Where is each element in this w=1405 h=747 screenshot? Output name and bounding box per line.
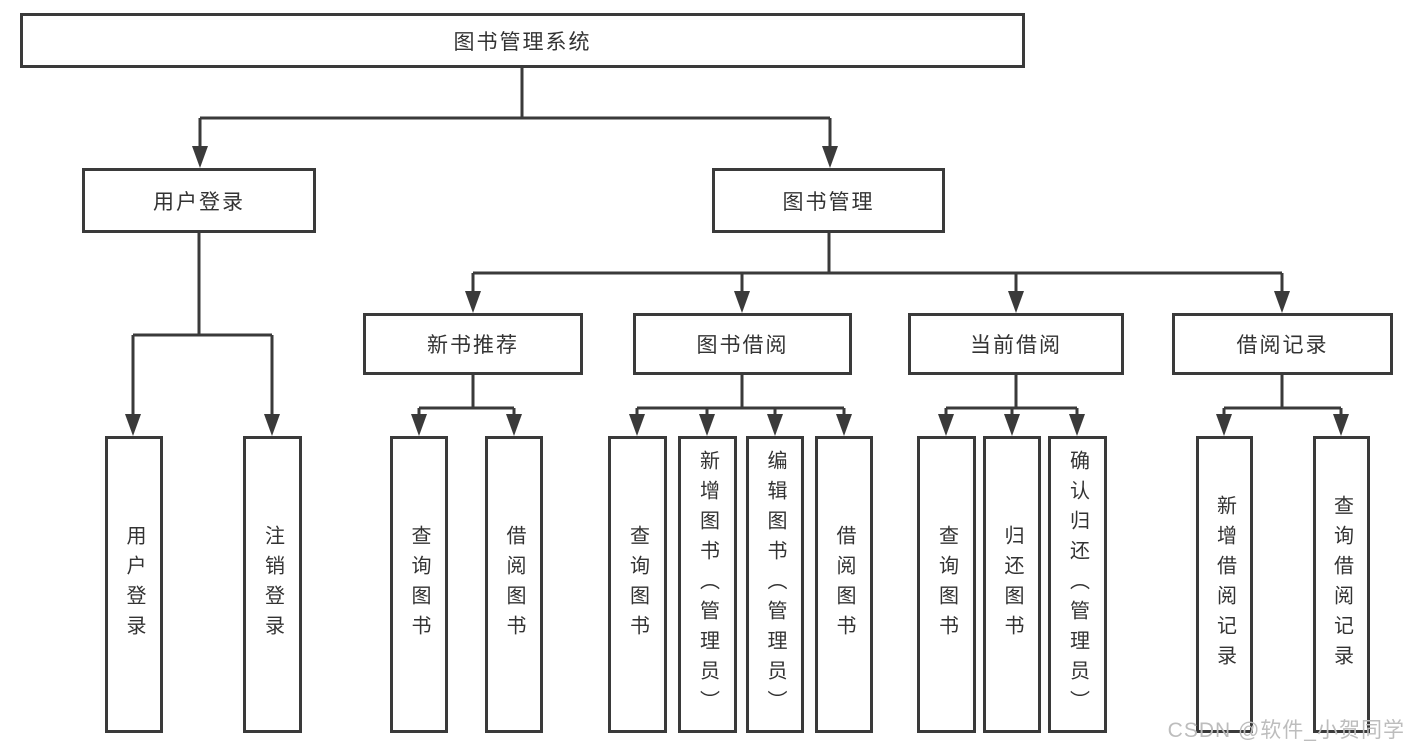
- edge-book-borrow-to-children: [629, 375, 852, 436]
- node-current-borrowing: 当前借阅: [908, 313, 1124, 375]
- node-user-login: 用户登录: [82, 168, 316, 233]
- edge-book-management-to-level3: [465, 233, 1290, 313]
- node-library-management-system: 图书管理系统: [20, 13, 1025, 68]
- leaf-borrow-query-books: 查询图书: [608, 436, 667, 733]
- leaf-newbook-borrow-books: 借阅图书: [485, 436, 543, 733]
- edge-borrow-records-to-children: [1216, 375, 1349, 436]
- node-book-management: 图书管理: [712, 168, 945, 233]
- edge-root-to-level2: [192, 68, 838, 168]
- leaf-records-add-record: 新增借阅记录: [1196, 436, 1253, 733]
- leaf-borrow-edit-books-admin: 编辑图书（管理员）: [746, 436, 804, 733]
- leaf-borrow-add-books-admin: 新增图书（管理员）: [678, 436, 737, 733]
- edge-new-book-to-children: [411, 375, 522, 436]
- leaf-borrow-borrow-books: 借阅图书: [815, 436, 873, 733]
- csdn-watermark: CSDN @软件_小贺同学: [1167, 719, 1405, 742]
- leaf-logout: 注销登录: [243, 436, 302, 733]
- leaf-current-return-books: 归还图书: [983, 436, 1041, 733]
- leaf-newbook-query-books: 查询图书: [390, 436, 448, 733]
- leaf-user-login: 用户登录: [105, 436, 163, 733]
- edge-user-login-to-children: [125, 233, 280, 436]
- node-book-borrowing: 图书借阅: [633, 313, 852, 375]
- leaf-current-confirm-return-admin: 确认归还（管理员）: [1048, 436, 1107, 733]
- node-borrowing-records: 借阅记录: [1172, 313, 1393, 375]
- node-new-book-recommendation: 新书推荐: [363, 313, 583, 375]
- edge-current-borrow-to-children: [938, 375, 1085, 436]
- leaf-records-query-record: 查询借阅记录: [1313, 436, 1370, 733]
- leaf-current-query-books: 查询图书: [917, 436, 976, 733]
